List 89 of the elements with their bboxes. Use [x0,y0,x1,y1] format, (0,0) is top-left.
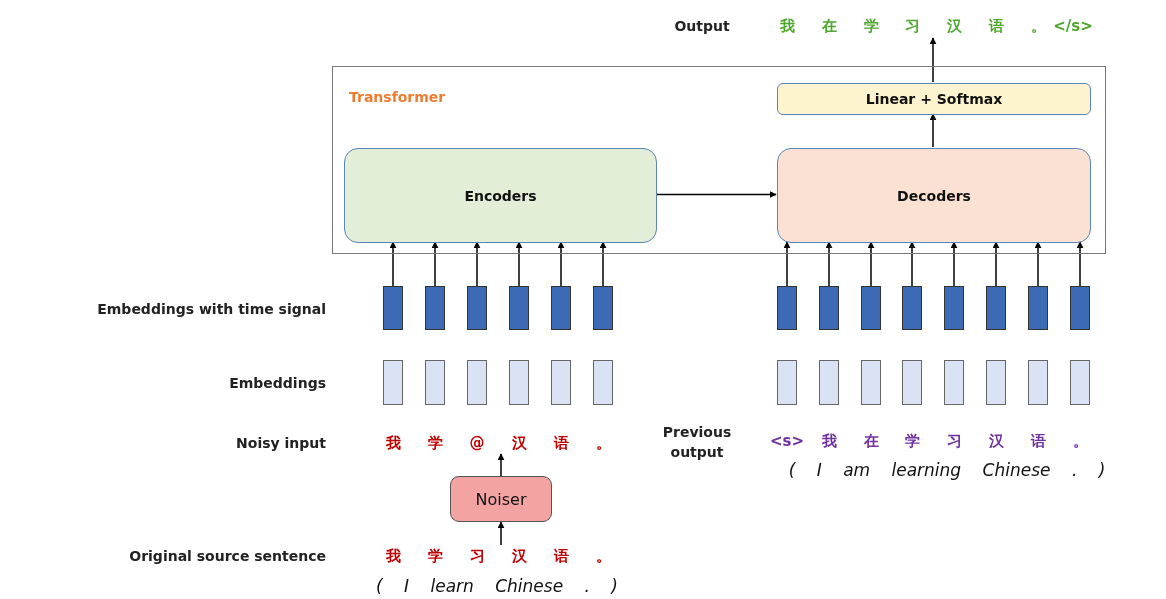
translation-text: ( I learn Chinese . ) [376,576,618,596]
previous-output-token: <s> [769,432,805,450]
previous-output-token: 学 [904,431,920,451]
embedding-bar [551,360,571,405]
arrow [1076,241,1084,287]
output-token: 。 [1030,16,1046,36]
arrow [389,241,397,287]
row-label: Output [674,18,730,34]
embedding-bar [1028,360,1048,405]
embedding-bar [819,360,839,405]
time-signal-embedding-bar [383,286,403,330]
row-label: Embeddings [229,375,326,391]
output-token: 语 [988,16,1004,36]
source-token: 我 [385,433,401,453]
source-token: 习 [469,546,485,566]
embedding-bar [777,360,797,405]
arrow [929,37,937,83]
time-signal-embedding-bar [944,286,964,330]
source-token: @ [469,434,485,452]
arrow [655,191,777,198]
linear-softmax-block: Linear + Softmax [777,83,1091,115]
previous-output-token: 我 [821,431,837,451]
noiser-box: Noiser [450,476,552,522]
time-signal-embedding-bar [986,286,1006,330]
time-signal-embedding-bar [777,286,797,330]
row-label: Original source sentence [129,548,326,564]
source-token: 汉 [511,433,527,453]
arrow [783,241,791,287]
embedding-bar [1070,360,1090,405]
previous-output-token: 在 [863,431,879,451]
embedding-bar [986,360,1006,405]
source-token: 我 [385,546,401,566]
embedding-bar [425,360,445,405]
source-token: 汉 [511,546,527,566]
output-token: 我 [779,16,795,36]
previous-output-token: 语 [1030,431,1046,451]
time-signal-embedding-bar [1070,286,1090,330]
row-label: Embeddings with time signal [97,301,326,317]
arrow [557,241,565,287]
embedding-bar [861,360,881,405]
embedding-bar [383,360,403,405]
time-signal-embedding-bar [902,286,922,330]
arrow [992,241,1000,287]
row-label: Previous output [661,422,733,462]
time-signal-embedding-bar [593,286,613,330]
embedding-bar [593,360,613,405]
arrow [599,241,607,287]
output-token: </s> [1053,17,1093,35]
arrow [825,241,833,287]
source-token: 。 [595,433,611,453]
previous-output-token: 汉 [988,431,1004,451]
embedding-bar [509,360,529,405]
time-signal-embedding-bar [467,286,487,330]
source-token: 语 [553,433,569,453]
output-token: 汉 [946,16,962,36]
time-signal-embedding-bar [425,286,445,330]
time-signal-embedding-bar [509,286,529,330]
previous-output-token: 。 [1072,431,1088,451]
arrow [1034,241,1042,287]
output-token: 在 [821,16,837,36]
arrow [908,241,916,287]
decoder-block: Decoders [777,148,1091,243]
embedding-bar [467,360,487,405]
arrow [431,241,439,287]
arrow [867,241,875,287]
time-signal-embedding-bar [551,286,571,330]
arrow [515,241,523,287]
row-label: Noisy input [236,435,326,451]
arrow [950,241,958,287]
source-token: 学 [427,433,443,453]
time-signal-embedding-bar [1028,286,1048,330]
encoder-block: Encoders [344,148,657,243]
arrow [473,241,481,287]
embedding-bar [944,360,964,405]
transformer-heading: Transformer [349,89,446,105]
arrow [929,113,937,148]
time-signal-embedding-bar [861,286,881,330]
translation-text: ( I am learning Chinese . ) [788,460,1106,480]
output-token: 习 [904,16,920,36]
source-token: 语 [553,546,569,566]
output-token: 学 [863,16,879,36]
arrow [497,521,505,546]
transformer-frame [332,66,1106,254]
embedding-bar [902,360,922,405]
arrow [497,453,505,477]
source-token: 。 [595,546,611,566]
time-signal-embedding-bar [819,286,839,330]
previous-output-token: 习 [946,431,962,451]
source-token: 学 [427,546,443,566]
